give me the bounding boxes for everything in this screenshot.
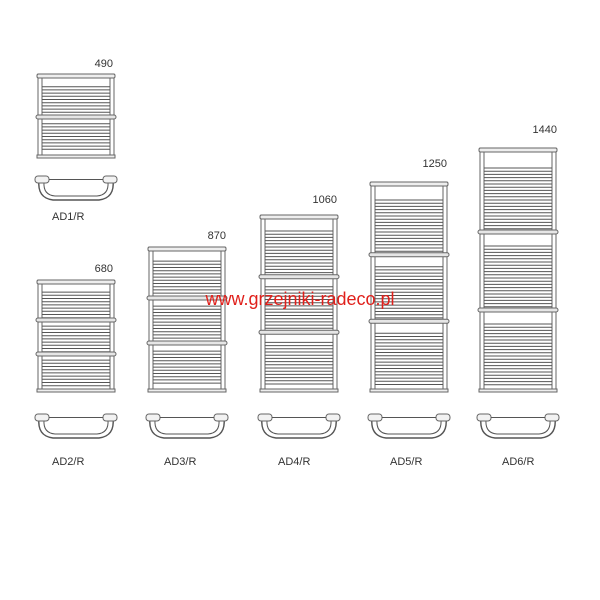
left-mount-cap <box>257 413 273 422</box>
left-mount-cap <box>145 413 161 422</box>
right-mount-cap <box>213 413 229 422</box>
side-profile-outer <box>149 417 225 439</box>
left-mount-cap <box>476 413 492 422</box>
side-profile-inner <box>266 419 332 435</box>
top-bar <box>259 214 339 220</box>
watermark-text: www.grzejniki-radeco.pl <box>204 289 394 309</box>
radiator-front-view <box>368 181 450 393</box>
bottom-bar <box>259 388 339 393</box>
radiator-ad3: 870 AD3/R <box>145 230 229 468</box>
height-label: 1440 <box>533 124 557 136</box>
left-mount-cap <box>34 413 50 422</box>
radiator-ad5: 1250 AD5/R <box>367 158 451 468</box>
divider-bar <box>477 229 559 235</box>
divider-bar <box>146 340 228 346</box>
divider-bar <box>35 114 117 120</box>
radiator-top-view <box>34 175 118 201</box>
model-label: AD5/R <box>390 456 422 468</box>
right-rail <box>220 246 226 393</box>
divider-bar <box>35 317 117 323</box>
height-label: 680 <box>95 263 113 275</box>
right-mount-cap <box>325 413 341 422</box>
left-mount-cap <box>34 175 50 184</box>
left-rail <box>148 246 154 393</box>
divider-bar <box>146 295 228 301</box>
left-rail <box>479 147 485 393</box>
top-bar <box>147 246 227 252</box>
bottom-bar <box>478 388 558 393</box>
side-profile-inner <box>43 181 109 197</box>
model-label: AD1/R <box>52 211 84 223</box>
side-profile-inner <box>376 419 442 435</box>
radiator-top-view <box>145 413 229 439</box>
divider-bar <box>258 329 340 335</box>
left-mount-cap <box>367 413 383 422</box>
right-mount-cap <box>435 413 451 422</box>
top-bar <box>478 147 558 153</box>
bottom-bar <box>147 388 227 393</box>
top-bar <box>369 181 449 187</box>
divider-bar <box>258 274 340 280</box>
radiator-front-view <box>258 214 340 393</box>
divider-bar <box>368 252 450 258</box>
radiator-top-view <box>34 413 118 439</box>
model-label: AD4/R <box>278 456 310 468</box>
height-label: 870 <box>208 230 226 242</box>
divider-bar <box>35 351 117 357</box>
radiator-front-view <box>35 279 117 393</box>
right-rail <box>442 181 448 393</box>
bottom-bar <box>369 388 449 393</box>
side-profile-inner <box>485 419 551 435</box>
right-mount-cap <box>102 413 118 422</box>
side-profile-outer <box>261 417 337 439</box>
side-profile-inner <box>154 419 220 435</box>
right-rail <box>109 279 115 393</box>
radiator-ad4: 1060 AD4/R <box>257 194 341 468</box>
right-mount-cap <box>102 175 118 184</box>
radiator-top-view <box>367 413 451 439</box>
right-mount-cap <box>544 413 560 422</box>
left-rail <box>37 279 43 393</box>
height-label: 1250 <box>423 158 447 170</box>
height-label: 490 <box>95 58 113 70</box>
divider-bar <box>368 318 450 324</box>
side-profile-outer <box>480 417 556 439</box>
model-label: AD2/R <box>52 456 84 468</box>
radiator-ad2: 680 AD2/R <box>34 263 118 468</box>
right-rail <box>551 147 557 393</box>
left-rail <box>370 181 376 393</box>
divider-bar <box>477 307 559 313</box>
top-bar <box>36 73 116 79</box>
height-label: 1060 <box>313 194 337 206</box>
model-label: AD6/R <box>502 456 534 468</box>
radiator-top-view <box>476 413 560 439</box>
radiator-ad1: 490 AD1/R <box>34 58 118 223</box>
top-bar <box>36 279 116 285</box>
model-label: AD3/R <box>164 456 196 468</box>
radiator-front-view <box>146 246 228 393</box>
side-profile-outer <box>38 179 114 201</box>
side-profile-outer <box>371 417 447 439</box>
bottom-bar <box>36 388 116 393</box>
radiator-top-view <box>257 413 341 439</box>
side-profile-inner <box>43 419 109 435</box>
radiator-front-view <box>35 73 117 159</box>
bottom-bar <box>36 154 116 159</box>
side-profile-outer <box>38 417 114 439</box>
radiator-front-view <box>477 147 559 393</box>
radiator-ad6: 1440 AD6/R <box>476 124 560 468</box>
